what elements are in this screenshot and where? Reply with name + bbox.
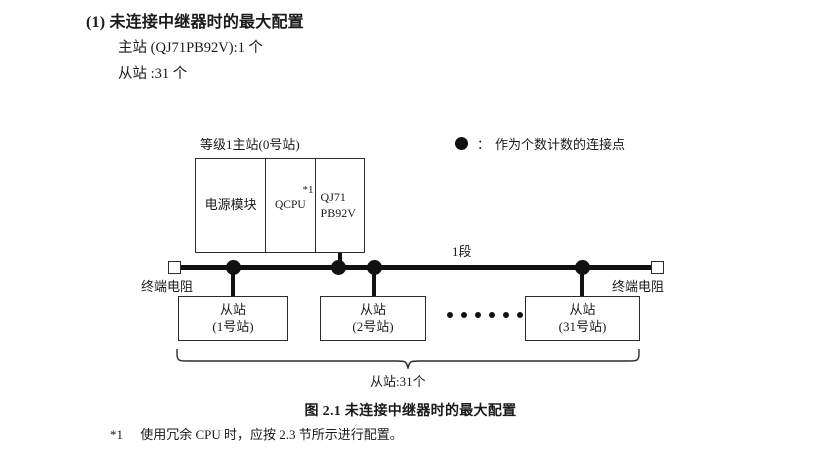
slave-station-number: (31号站) (558, 318, 607, 334)
slave-station-box: 从站 (31号站) (525, 296, 640, 341)
ellipsis-dots (447, 312, 523, 318)
cpu-footnote-marker: *1 (302, 184, 314, 196)
footnote-text: 使用冗余 CPU 时，应按 2.3 节所示进行配置。 (140, 427, 403, 442)
slave-station-box: 从站 (2号站) (320, 296, 426, 341)
cpu-label: QCPU (275, 199, 306, 212)
ellipsis-dot (447, 312, 453, 318)
terminator-left (168, 261, 181, 274)
legend-text: 作为个数计数的连接点 (495, 137, 626, 152)
filled-circle-icon (455, 137, 468, 150)
terminator-right-label: 终端电阻 (612, 279, 665, 294)
master-rack: 电源模块 QCPU *1 QJ71 PB92V (195, 158, 365, 253)
slave-drop-line (372, 267, 376, 297)
terminator-left-label: 终端电阻 (141, 279, 194, 294)
slave-station-number: (2号站) (352, 318, 394, 334)
network-module-label-line1: QJ71 (320, 189, 346, 204)
slave-group-brace (176, 348, 640, 369)
ellipsis-dot (475, 312, 481, 318)
master-station-label: 等级1主站(0号站) (200, 137, 300, 152)
slave-drop-line (231, 267, 235, 297)
slave-title: 从站 (219, 301, 246, 317)
spec-slave-count: 从站 :31 个 (118, 66, 188, 82)
footnote-marker: *1 (110, 427, 123, 442)
fieldbus-trunk-line (178, 265, 656, 270)
slave-drop-line (580, 267, 584, 297)
legend: ： 作为个数计数的连接点 (455, 134, 625, 153)
network-module-label-line2: PB92V (320, 205, 356, 220)
power-supply-label: 电源模块 (204, 197, 257, 213)
slave-title: 从站 (569, 301, 596, 317)
brace-label: 从站:31个 (370, 374, 426, 389)
footnote: *1 使用冗余 CPU 时，应按 2.3 节所示进行配置。 (110, 424, 403, 443)
slave-title: 从站 (359, 301, 386, 317)
spec-master-count: 主站 (QJ71PB92V):1 个 (118, 40, 264, 56)
ellipsis-dot (489, 312, 495, 318)
figure-caption: 图 2.1 未连接中继器时的最大配置 (304, 404, 517, 419)
rack-cell-network-module: QJ71 PB92V (314, 159, 364, 252)
rack-cell-power-supply: 电源模块 (196, 159, 265, 252)
segment-label: 1段 (452, 244, 472, 259)
ellipsis-dot (517, 312, 523, 318)
ellipsis-dot (503, 312, 509, 318)
legend-colon: ： (477, 137, 491, 152)
rack-cell-cpu: QCPU *1 (265, 159, 314, 252)
connection-node (331, 260, 346, 275)
ellipsis-dot (461, 312, 467, 318)
terminator-right (651, 261, 664, 274)
slave-station-box: 从站 (1号站) (178, 296, 288, 341)
section-heading: (1) 未连接中继器时的最大配置 (86, 14, 304, 31)
slave-station-number: (1号站) (212, 318, 254, 334)
